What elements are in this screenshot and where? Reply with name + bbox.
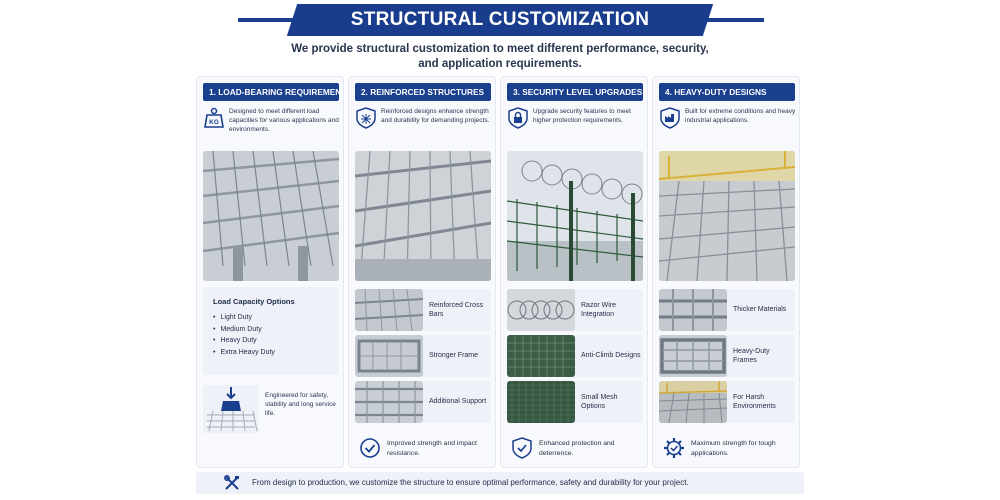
feature-anti-climb: Anti-Climb Designs [507, 335, 643, 377]
capacity-option: Heavy Duty [213, 337, 329, 344]
load-capacity-box: Load Capacity Options Light Duty Medium … [203, 287, 339, 375]
safety-text: Engineered for safety, stability and lon… [265, 392, 336, 417]
column-reinforced: 2. REINFORCED STRUCTURES Reinforced desi… [348, 76, 496, 468]
feature-label: For Harsh Environments [733, 393, 776, 411]
feature-thumb [355, 289, 423, 331]
lock-icon [508, 107, 528, 129]
capacity-option: Extra Heavy Duty [213, 349, 329, 356]
column-footer: Enhanced protection and deterrence. [507, 433, 643, 463]
column-footer: Maximum strength for tough applications. [659, 433, 795, 463]
safety-box: Engineered for safety, stability and lon… [203, 383, 339, 433]
feature-label: Razor Wire Integration [581, 301, 617, 319]
column-description: Reinforced designs enhance strength and … [381, 108, 490, 124]
shield-grid-icon [356, 107, 376, 129]
feature-label: Small Mesh Options [581, 393, 618, 411]
subtitle-line-1: We provide structural customization to m… [291, 43, 709, 55]
infographic: STRUCTURAL CUSTOMIZATION We provide stru… [190, 0, 810, 500]
feature-label: Anti-Climb Designs [581, 352, 641, 360]
column-load-bearing: 1. LOAD-BEARING REQUIREMENTS KG Designed… [196, 76, 344, 468]
feature-stronger-frame: Stronger Frame [355, 335, 491, 377]
feature-heavy-duty-frames: Heavy-Duty Frames [659, 335, 795, 377]
feature-label: Reinforced Cross Bars [429, 301, 484, 319]
svg-text:KG: KG [209, 119, 219, 126]
column-heavy-duty: 4. HEAVY-DUTY DESIGNS Built for extreme … [652, 76, 800, 468]
feature-thumb [659, 381, 727, 423]
feature-thumb [507, 335, 575, 377]
feature-thumb [507, 381, 575, 423]
feature-thumb [659, 335, 727, 377]
feature-thumb [355, 335, 423, 377]
feature-label: Thicker Materials [733, 306, 787, 314]
subtitle-line-2: and application requirements. [418, 58, 582, 70]
shield-check-icon [512, 437, 532, 459]
feature-thumb [507, 289, 575, 331]
bottom-bar: From design to production, we customize … [196, 472, 804, 494]
kg-weight-icon: KG [204, 107, 224, 128]
tools-icon [224, 475, 239, 490]
banner-line-right [664, 18, 764, 22]
column-security: 3. SECURITY LEVEL UPGRADES Upgrade secur… [500, 76, 648, 468]
footer-text: Improved strength and impact resistance. [387, 440, 477, 457]
reinforced-grating-photo [355, 151, 491, 281]
page-title: STRUCTURAL CUSTOMIZATION [350, 9, 650, 30]
bottom-text: From design to production, we customize … [252, 478, 689, 487]
capacity-option: Medium Duty [213, 326, 329, 333]
feature-razor-wire: Razor Wire Integration [507, 289, 643, 331]
column-description: Upgrade security features to meet higher… [533, 108, 631, 124]
security-fence-photo [507, 151, 643, 281]
column-heading: 3. SECURITY LEVEL UPGRADES [507, 83, 643, 101]
column-footer: Improved strength and impact resistance. [355, 433, 491, 463]
gear-check-icon [664, 438, 684, 458]
column-description: Built for extreme conditions and heavy i… [685, 108, 796, 124]
banner-line-left [238, 18, 338, 22]
feature-thicker-materials: Thicker Materials [659, 289, 795, 331]
feature-reinforced-cross-bars: Reinforced Cross Bars [355, 289, 491, 331]
capacity-option: Light Duty [213, 314, 329, 321]
footer-text: Maximum strength for tough applications. [691, 440, 776, 457]
footer-text: Enhanced protection and deterrence. [539, 440, 615, 457]
column-heading: 1. LOAD-BEARING REQUIREMENTS [203, 83, 339, 101]
feature-thumb [659, 289, 727, 331]
feature-label: Additional Support [429, 398, 487, 406]
feature-small-mesh: Small Mesh Options [507, 381, 643, 423]
feature-harsh-environments: For Harsh Environments [659, 381, 795, 423]
column-heading: 4. HEAVY-DUTY DESIGNS [659, 83, 795, 101]
column-description: Designed to meet different load capaciti… [229, 108, 339, 133]
factory-icon [660, 107, 680, 129]
column-heading: 2. REINFORCED STRUCTURES [355, 83, 491, 101]
subtitle: We provide structural customization to m… [250, 42, 750, 72]
feature-label: Heavy-Duty Frames [733, 347, 770, 365]
capacity-title: Load Capacity Options [213, 297, 295, 306]
feature-additional-support: Additional Support [355, 381, 491, 423]
industrial-walkway-photo [659, 151, 795, 281]
feature-label: Stronger Frame [429, 352, 479, 360]
load-test-icon [203, 385, 259, 433]
check-circle-icon [360, 438, 380, 458]
grating-photo [203, 151, 339, 281]
feature-thumb [355, 381, 423, 423]
